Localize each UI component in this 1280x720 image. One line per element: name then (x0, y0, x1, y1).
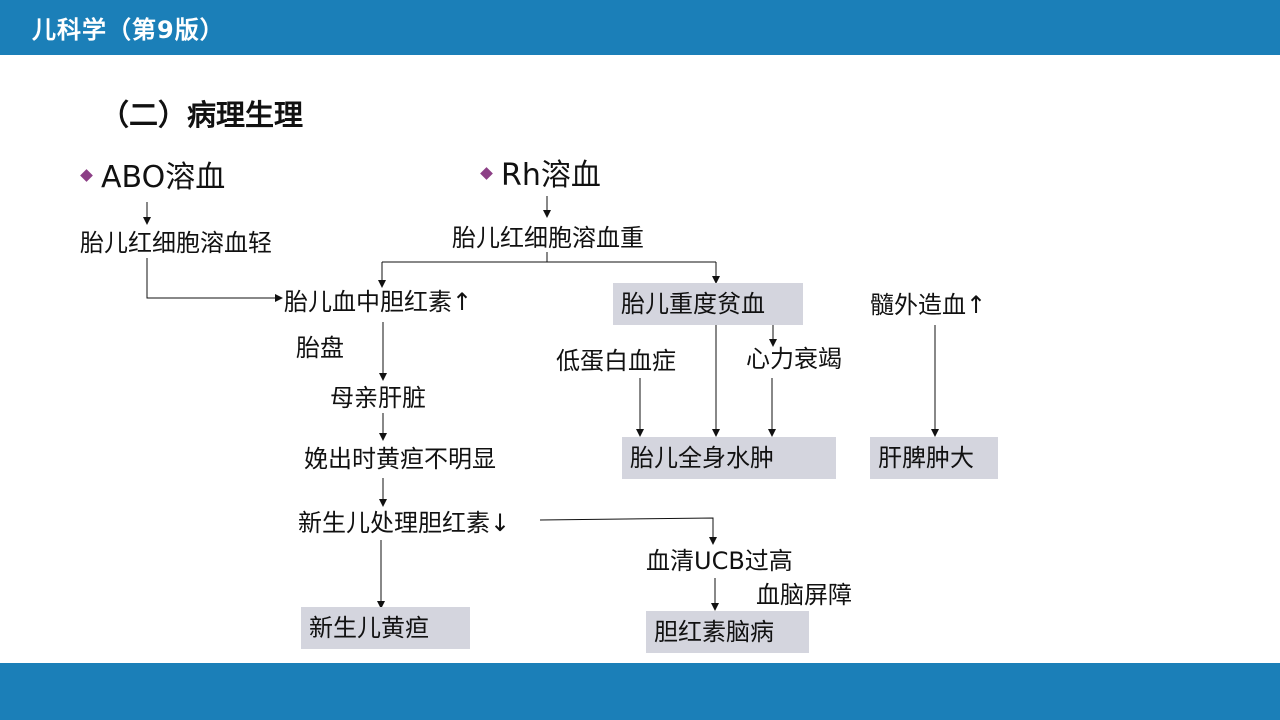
rh-heading-text: Rh溶血 (501, 158, 601, 193)
node-hepatosplenomegaly: 肝脾肿大 (878, 444, 974, 472)
node-placenta: 胎盘 (296, 334, 344, 362)
node-severe-anemia: 胎儿重度贫血 (621, 290, 765, 318)
node-rh-severe-hemolysis: 胎儿红细胞溶血重 (452, 224, 644, 252)
node-maternal-liver: 母亲肝脏 (330, 384, 426, 412)
book-title: 儿科学（第9版） (32, 16, 225, 44)
node-kernicterus: 胆红素脑病 (654, 618, 774, 646)
node-ucb-high: 血清UCB过高 (646, 547, 793, 575)
box-neonatal-jaundice: 新生儿黄疸 (301, 607, 470, 649)
box-kernicterus: 胆红素脑病 (646, 611, 809, 653)
box-hepatosplenomegaly: 肝脾肿大 (870, 437, 998, 479)
footer-bar (0, 663, 1280, 720)
box-hydrops: 胎儿全身水肿 (622, 437, 836, 479)
diamond-bullet-icon (480, 167, 493, 180)
abo-heading: ABO溶血 (80, 159, 226, 197)
box-severe-anemia: 胎儿重度贫血 (613, 283, 803, 325)
node-extramedullary: 髓外造血↑ (870, 291, 987, 319)
node-heart-failure: 心力衰竭 (746, 345, 842, 373)
node-hypoproteinemia: 低蛋白血症 (556, 347, 676, 375)
node-bbb: 血脑屏障 (756, 581, 852, 609)
node-hydrops: 胎儿全身水肿 (630, 444, 774, 472)
abo-heading-text: ABO溶血 (101, 160, 226, 195)
node-neonatal-jaundice: 新生儿黄疸 (309, 614, 429, 642)
node-newborn-processing: 新生儿处理胆红素↓ (298, 509, 511, 537)
node-abo-mild-hemolysis: 胎儿红细胞溶血轻 (80, 229, 272, 257)
diamond-bullet-icon (80, 169, 93, 182)
section-title: （二）病理生理 (100, 98, 304, 132)
rh-heading: Rh溶血 (480, 157, 601, 195)
header-bar: 儿科学（第9版） (0, 0, 1280, 55)
node-fetal-bilirubin: 胎儿血中胆红素↑ (284, 288, 473, 316)
node-late-jaundice: 娩出时黄疸不明显 (304, 445, 496, 473)
